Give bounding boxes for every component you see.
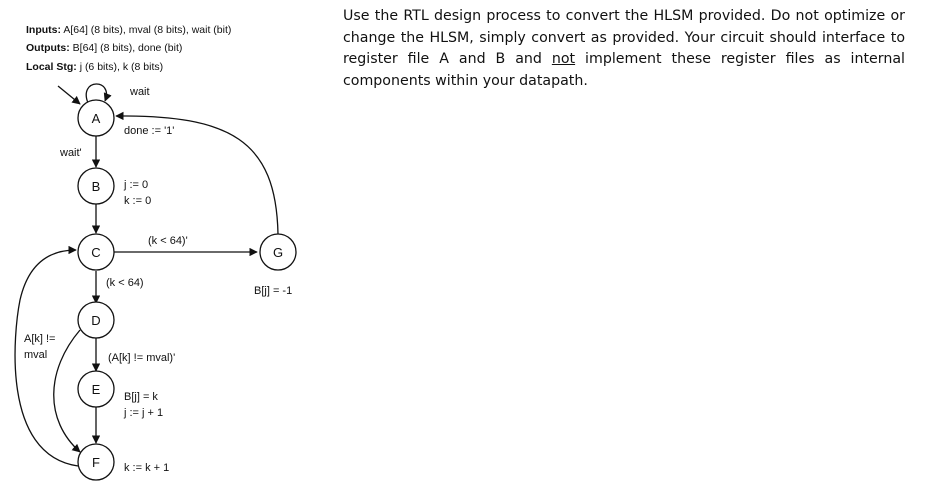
condition-c-to-d: (k < 64)	[106, 277, 144, 289]
outputs-text: B[64] (8 bits), done (bit)	[72, 42, 183, 54]
state-b-label: B	[92, 179, 101, 194]
state-d-circle	[77, 301, 115, 339]
inputs-text: A[64] (8 bits), mval (8 bits), wait (bit…	[63, 24, 232, 36]
state-g-circle	[259, 233, 297, 271]
condition-c-to-g: (k < 64)'	[148, 235, 188, 247]
state-f-label: F	[92, 455, 100, 470]
condition-wait: wait	[129, 86, 150, 98]
action-a-done: done := '1'	[124, 125, 174, 137]
state-e-label: E	[92, 382, 101, 397]
local-storage-label: Local Stg:	[26, 61, 77, 73]
condition-wait-not: wait'	[59, 147, 82, 159]
state-d-label: D	[91, 313, 100, 328]
action-e-b: B[j] = k	[124, 391, 158, 403]
instructions-part1: Use the RTL design process to convert th…	[343, 8, 905, 67]
state-g-label: G	[273, 245, 283, 260]
state-f-circle	[77, 443, 115, 481]
action-b-j: j := 0	[123, 179, 148, 191]
state-c-label: C	[91, 245, 100, 260]
state-e-circle	[77, 370, 115, 408]
state-c-circle	[77, 233, 115, 271]
initial-arrow	[57, 85, 81, 105]
outputs-label: Outputs:	[26, 42, 70, 54]
local-storage-line: Local Stg: j (6 bits), k (8 bits)	[26, 61, 163, 73]
outputs-line: Outputs: B[64] (8 bits), done (bit)	[26, 42, 182, 54]
instructions-part2: implement these register files as intern…	[343, 51, 905, 89]
action-b-k: k := 0	[124, 195, 151, 207]
condition-d-to-f-line1: A[k] !=	[24, 333, 56, 345]
action-g-b: B[j] = -1	[254, 285, 292, 297]
self-loop-wait	[85, 83, 112, 104]
condition-d-to-f-line2: mval	[24, 349, 47, 361]
state-a-label: A	[92, 111, 101, 126]
transition-d-to-f	[53, 329, 81, 453]
transition-f-to-c	[14, 245, 79, 467]
action-f-k: k := k + 1	[124, 462, 169, 474]
inputs-line: Inputs: A[64] (8 bits), mval (8 bits), w…	[26, 24, 231, 36]
instructions-underlined-word: not	[551, 51, 576, 67]
condition-d-to-e: (A[k] != mval)'	[108, 352, 175, 364]
transition-g-to-a	[115, 111, 279, 235]
inputs-label: Inputs:	[26, 24, 61, 36]
local-storage-text: j (6 bits), k (8 bits)	[79, 61, 164, 73]
state-b-circle	[77, 167, 115, 205]
action-e-j: j := j + 1	[123, 407, 163, 419]
state-a-circle	[77, 99, 115, 137]
instructions-paragraph: Use the RTL design process to convert th…	[343, 6, 905, 92]
